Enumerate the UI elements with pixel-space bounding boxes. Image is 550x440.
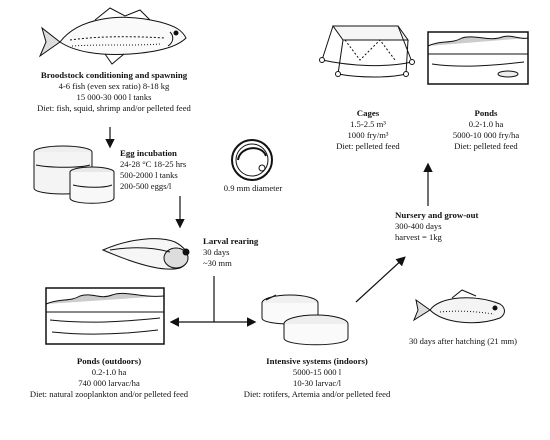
ponds-outdoor-title: Ponds (outdoors) [76, 356, 142, 366]
broodstock-line1: 4-6 fish (even sex ratio) 8-18 kg [58, 81, 170, 91]
ponds-growout-label: Ponds 0.2-1.0 ha 5000-10 000 fry/ha Diet… [432, 108, 540, 152]
ponds-growout-title: Ponds [474, 108, 498, 118]
nursery-label: Nursery and grow-out 300-400 days harves… [395, 210, 515, 243]
intensive-line3: Diet: rotifers, Artemia and/or pelleted … [243, 389, 391, 399]
broodstock-line2: 15 000-30 000 l tanks [76, 92, 152, 102]
cages-label: Cages 1.5-2.5 m³ 1000 fry/m³ Diet: pelle… [320, 108, 416, 152]
intensive-line1: 5000-15 000 l [292, 367, 342, 377]
incubation-tanks-illustration [33, 145, 115, 204]
intensive-tanks-illustration [261, 294, 349, 346]
larval-label: Larval rearing 30 days ~30 mm [203, 236, 303, 269]
ponds-growout-line3: Diet: pelleted feed [454, 141, 518, 151]
egg-illustration [231, 139, 273, 181]
egg-title: Egg incubation [120, 148, 177, 158]
nursery-title: Nursery and grow-out [395, 210, 479, 220]
arrow-to-nursery [355, 256, 406, 303]
growout-pond-illustration [427, 31, 529, 85]
intensive-label: Intensive systems (indoors) 5000-15 000 … [212, 356, 422, 400]
broodstock-title: Broodstock conditioning and spawning [40, 70, 188, 80]
egg-label: Egg incubation 24-28 °C 18-25 hrs 500-20… [120, 148, 220, 192]
ponds-outdoor-line2: 740 000 larvac/ha [78, 378, 140, 388]
intensive-line2: 10-30 larvac/l [293, 378, 341, 388]
ponds-outdoor-label: Ponds (outdoors) 0.2-1.0 ha 740 000 larv… [0, 356, 218, 400]
egg-diameter-label: 0.9 mm diameter [208, 183, 298, 194]
cages-line3: Diet: pelleted feed [336, 141, 400, 151]
egg-diameter: 0.9 mm diameter [223, 183, 283, 193]
juvenile-fish-illustration [412, 289, 505, 324]
broodstock-fish-illustration [38, 7, 187, 65]
ponds-growout-line1: 0.2-1.0 ha [468, 119, 504, 129]
intensive-title: Intensive systems (indoors) [266, 356, 368, 366]
egg-line1: 24-28 °C 18-25 hrs [120, 159, 187, 169]
larval-line1: 30 days [203, 247, 230, 257]
egg-line2: 500-2000 l tanks [120, 170, 178, 180]
cages-title: Cages [356, 108, 380, 118]
nursery-line2: harvest = 1kg [395, 232, 442, 242]
larval-line2: ~30 mm [203, 258, 232, 268]
outdoor-pond-illustration [45, 287, 165, 345]
broodstock-label: Broodstock conditioning and spawning 4-6… [14, 70, 214, 114]
larva-illustration [101, 238, 190, 270]
cages-line2: 1000 fry/m³ [347, 130, 389, 140]
nursery-line1: 300-400 days [395, 221, 442, 231]
larval-title: Larval rearing [203, 236, 259, 246]
cages-illustration [319, 25, 415, 78]
ponds-outdoor-line3: Diet: natural zooplankton and/or pellete… [29, 389, 189, 399]
ponds-growout-line2: 5000-10 000 fry/ha [452, 130, 520, 140]
egg-line3: 200-500 eggs/l [120, 181, 172, 191]
ponds-outdoor-line1: 0.2-1.0 ha [91, 367, 127, 377]
cages-line1: 1.5-2.5 m³ [350, 119, 386, 129]
fry-caption: 30 days after hatching (21 mm) [408, 336, 518, 346]
broodstock-line3: Diet: fish, squid, shrimp and/or pellete… [37, 103, 191, 113]
fry-label: 30 days after hatching (21 mm) [388, 336, 538, 347]
flow-arrows [105, 127, 433, 327]
